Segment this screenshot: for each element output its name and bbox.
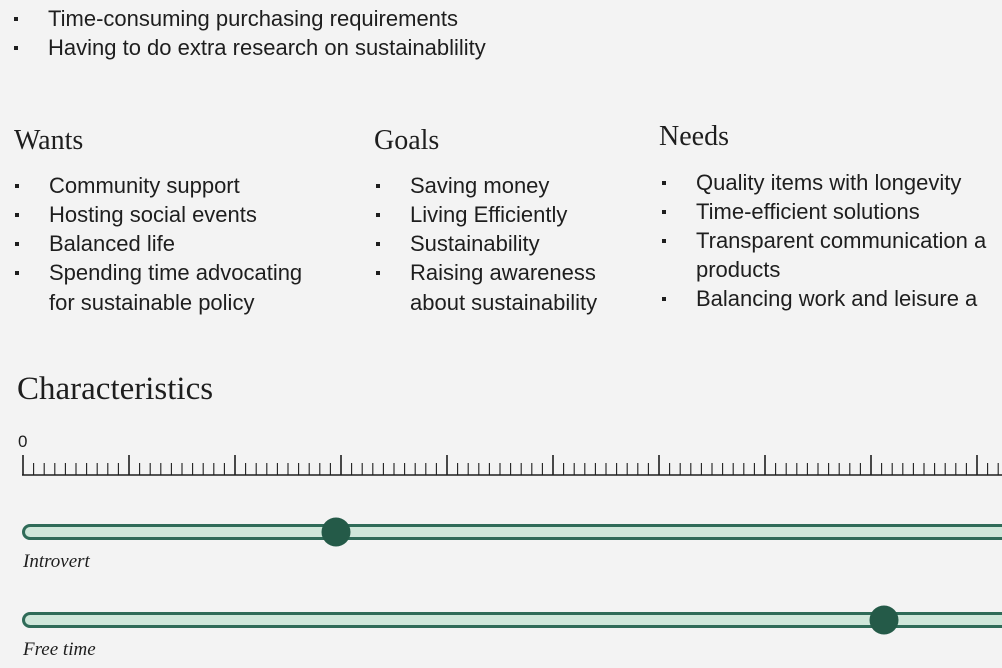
slider-thumb[interactable] xyxy=(869,605,899,635)
list-item: Saving money xyxy=(375,173,550,198)
list-item: Community support xyxy=(15,173,240,198)
list-item: Transparent communication a xyxy=(661,228,987,253)
slider-thumb[interactable] xyxy=(321,517,351,547)
list-item: Sustainability xyxy=(376,231,540,256)
list-item: Raising awareness xyxy=(376,260,596,285)
list-item-continuation: products xyxy=(696,257,781,282)
goals-heading: Goals xyxy=(374,125,440,156)
slider-label: Free time xyxy=(23,639,96,660)
list-item: Quality items with longevity xyxy=(661,170,962,195)
slider-label: Introvert xyxy=(23,551,90,572)
wants-heading: Wants xyxy=(14,125,84,156)
list-item: Balanced life xyxy=(15,231,175,256)
list-item: Time-efficient solutions xyxy=(662,199,920,224)
list-item: Living Efficiently xyxy=(375,202,568,227)
scale-start-label: 0 xyxy=(18,432,28,451)
needs-heading: Needs xyxy=(659,121,729,152)
list-item-continuation: for sustainable policy xyxy=(49,290,255,315)
slider-track[interactable] xyxy=(22,612,1002,628)
scale-ruler xyxy=(22,455,1002,476)
list-item: Having to do extra research on sustainab… xyxy=(14,35,486,60)
list-item: Time-consuming purchasing requirements xyxy=(13,6,459,31)
characteristics-heading: Characteristics xyxy=(17,371,214,407)
list-item: Balancing work and leisure a xyxy=(661,286,978,311)
list-item: Spending time advocating xyxy=(14,260,303,285)
slider-track[interactable] xyxy=(22,524,1002,540)
list-item-continuation: about sustainability xyxy=(410,290,598,315)
list-item: Hosting social events xyxy=(15,202,257,227)
